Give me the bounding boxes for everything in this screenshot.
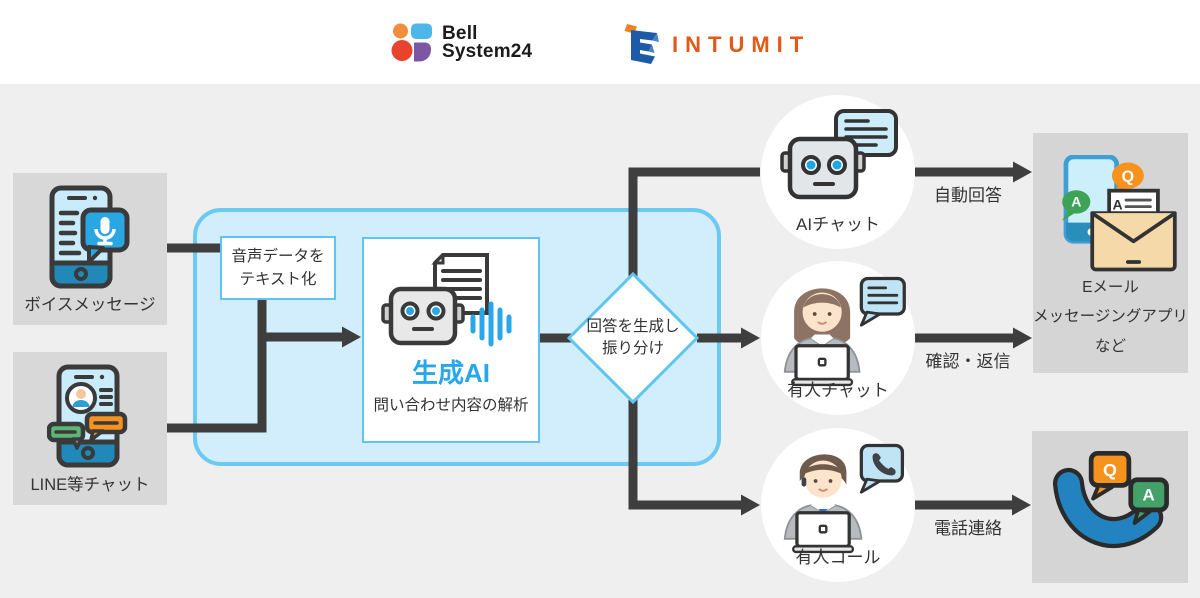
transcribe-box: 音声データを テキスト化 — [220, 236, 336, 300]
human-call-operator-icon — [783, 443, 905, 554]
output-email-label: Eメール メッセージングアプリ など — [1033, 273, 1188, 361]
flow-diagram: ボイスメッセージ — [0, 84, 1200, 598]
email-messaging-icon: Q A A — [1061, 155, 1177, 272]
arrowhead-humanchat — [741, 327, 760, 349]
decision-label-line2: 振り分け — [601, 340, 664, 358]
arrowhead-humancall — [741, 494, 760, 516]
channel-human-call: 有人コール — [761, 428, 915, 582]
source-box-line-chat: LINE等チャット — [13, 352, 167, 505]
decision-label-line1: 回答を生成し — [586, 318, 680, 335]
arrowhead-email-top — [1013, 161, 1032, 183]
arrowhead-email-mid — [1013, 327, 1032, 349]
output-email-line3: など — [1094, 337, 1126, 355]
connector-decision-to-aichat — [628, 167, 760, 284]
phone-a-letter: A — [1143, 485, 1155, 504]
human-chat-operator-icon — [783, 276, 906, 387]
decision-diamond — [566, 271, 700, 405]
connector-chat-join — [167, 300, 267, 433]
intumit-logo-text: INTUMIT — [672, 32, 811, 57]
connector-decision-to-humancall — [628, 394, 742, 510]
line-chat-phone-icon — [47, 364, 128, 468]
genai-subtitle: 問い合わせ内容の解析 — [373, 397, 529, 414]
phone-q-letter: Q — [1103, 460, 1117, 480]
decision-label: 回答を生成し 振り分け — [571, 316, 695, 361]
bell-logo-line2: System24 — [442, 41, 533, 62]
output-box-phone: Q A — [1032, 431, 1188, 583]
a-bubble-letter: A — [1071, 194, 1081, 210]
action-confirm-reply: 確認・返信 — [925, 352, 1011, 371]
output-email-line1: Eメール — [1082, 278, 1139, 296]
output-email-line2: メッセージングアプリ — [1033, 308, 1188, 326]
genai-title: 生成AI — [411, 358, 490, 388]
intumit-logo-icon — [624, 24, 659, 64]
action-auto-reply: 自動回答 — [934, 186, 1002, 205]
output-box-email: Q A A Eメール メッセージングアプリ など — [1033, 133, 1188, 373]
transcribe-label-line2: テキスト化 — [239, 271, 317, 288]
genai-box: 生成AI 問い合わせ内容の解析 — [362, 237, 540, 443]
source-voice-label: ボイスメッセージ — [24, 296, 156, 314]
transcribe-label-line1: 音声データを — [231, 247, 325, 265]
source-chat-label: LINE等チャット — [30, 476, 150, 494]
human-call-label: 有人コール — [795, 548, 881, 567]
ai-chat-label: AIチャット — [796, 215, 880, 234]
arrowhead-phone — [1012, 494, 1031, 516]
bell-logo-text: Bell System24 — [442, 23, 533, 62]
letter-a-character: A — [1112, 196, 1122, 212]
ai-chat-robot-icon — [780, 109, 898, 200]
phone-qa-icon: Q A — [1052, 450, 1169, 549]
bell-system24-logo-icon — [391, 23, 432, 62]
voice-message-phone-icon — [49, 185, 130, 289]
human-chat-label: 有人チャット — [787, 381, 889, 400]
q-bubble-letter: Q — [1121, 168, 1133, 185]
header-bar: Bell System24 INTUMIT — [0, 0, 1200, 84]
source-box-voice-message: ボイスメッセージ — [13, 173, 167, 325]
bell-system24-logo: Bell System24 — [391, 22, 532, 64]
bell-logo-line1: Bell — [442, 23, 478, 44]
channel-ai-chat: AIチャット — [761, 95, 915, 249]
flow-connectors — [167, 161, 1032, 516]
channel-human-chat: 有人チャット — [761, 261, 915, 415]
genai-robot-document-icon — [381, 253, 512, 347]
arrowhead-genai — [342, 326, 361, 348]
action-phone-contact: 電話連絡 — [934, 519, 1002, 538]
intumit-logo: INTUMIT — [622, 22, 810, 68]
